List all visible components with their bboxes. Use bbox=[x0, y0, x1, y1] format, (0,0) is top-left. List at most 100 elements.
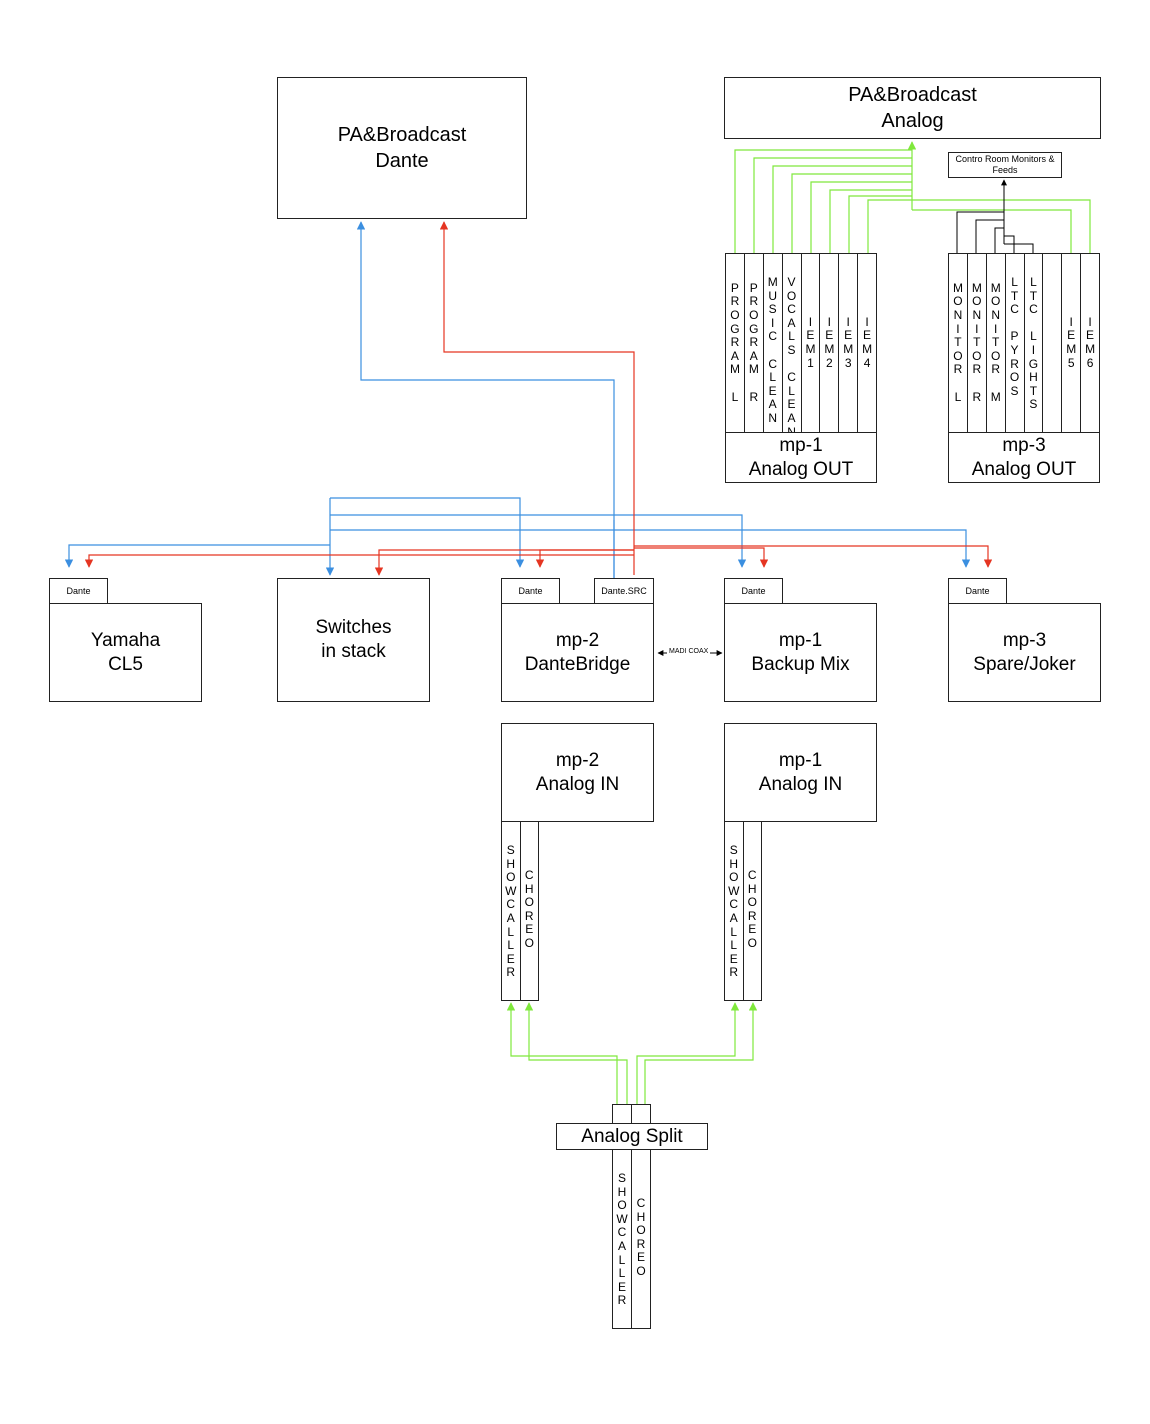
mp3-analog-out-box: mp-3 Analog OUT bbox=[948, 432, 1100, 483]
channel: M O N I T O R R bbox=[968, 254, 987, 432]
split-connectors bbox=[612, 1104, 651, 1124]
control-room-line2: Feeds bbox=[992, 165, 1018, 175]
analog-split-box: Analog Split bbox=[556, 1123, 708, 1150]
channel-label: V O C A L S C L E A N bbox=[786, 275, 797, 438]
analog-split-channels: S H O W C A L L E R C H O R E O bbox=[612, 1149, 651, 1329]
control-room-line1: Contro Room Monitors & bbox=[955, 154, 1055, 164]
channel: C H O R E O bbox=[744, 822, 762, 1000]
channel: L T C P Y R O S bbox=[1006, 254, 1025, 432]
split-connector bbox=[613, 1105, 632, 1123]
switches-subtitle: in stack bbox=[321, 641, 386, 662]
switches-title: Switches bbox=[315, 617, 392, 638]
channel-label: S H O W C A L L E R bbox=[616, 1171, 628, 1308]
mp2-bridge-subtitle: DanteBridge bbox=[524, 653, 631, 675]
channel-label: P R O G R A M L bbox=[729, 280, 740, 404]
channel-label: M O N I T O R L bbox=[952, 280, 963, 404]
channel: C H O R E O bbox=[521, 822, 539, 1000]
mp3-spare-subtitle: Spare/Joker bbox=[973, 653, 1076, 675]
channel: P R O G R A M L bbox=[726, 254, 745, 432]
channel: L T C L I G H T S bbox=[1025, 254, 1044, 432]
channel: I E M 4 bbox=[858, 254, 876, 432]
madi-coax-label: MADI COAX bbox=[667, 648, 711, 655]
yamaha-cl5-box: Yamaha CL5 bbox=[49, 603, 202, 702]
mp1-out-subtitle: Analog OUT bbox=[748, 458, 854, 480]
channel-label: I E M 4 bbox=[862, 314, 873, 370]
mp1-backup-title: mp-1 bbox=[778, 629, 823, 651]
channel: S H O W C A L L E R bbox=[613, 1150, 632, 1328]
analog-split-wires bbox=[506, 1002, 758, 1104]
mp3-out-subtitle: Analog OUT bbox=[971, 458, 1077, 480]
mp1-out-title: mp-1 bbox=[779, 434, 823, 456]
mp1-analog-out-box: mp-1 Analog OUT bbox=[725, 432, 877, 483]
channel: V O C A L S C L E A N bbox=[783, 254, 802, 438]
channel: P R O G R A M R bbox=[745, 254, 764, 432]
split-connector bbox=[632, 1105, 650, 1123]
channel: I E M 3 bbox=[839, 254, 859, 432]
channel: M O N I T O R M bbox=[987, 254, 1006, 432]
analog-split-label: Analog Split bbox=[581, 1125, 683, 1147]
pa-broadcast-dante-box: PA&Broadcast Dante bbox=[277, 77, 527, 219]
channel-label: S H O W C A L L E R bbox=[505, 843, 517, 980]
mp1-analog-in-channels: S H O W C A L L E R C H O R E O bbox=[724, 821, 762, 1001]
monitor-feed-wires bbox=[956, 179, 1034, 253]
switches-box: Switches in stack bbox=[277, 578, 430, 702]
channel: C H O R E O bbox=[632, 1150, 650, 1328]
channel: I E M 2 bbox=[820, 254, 840, 432]
mp3-spare-joker-box: mp-3 Spare/Joker bbox=[948, 603, 1101, 702]
mp1-analog-out-channels: P R O G R A M L P R O G R A M R M U S I … bbox=[725, 253, 877, 438]
mp3-spare-title: mp-3 bbox=[1002, 629, 1047, 651]
mp1-dante-tab: Dante bbox=[724, 578, 783, 604]
mp2-bridge-title: mp-2 bbox=[555, 629, 600, 651]
pa-analog-title: PA&Broadcast bbox=[848, 84, 977, 106]
mp1-backup-mix-box: mp-1 Backup Mix bbox=[724, 603, 877, 702]
yamaha-dante-tab: Dante bbox=[49, 578, 108, 604]
pa-analog-subtitle: Analog bbox=[881, 110, 944, 132]
channel: M O N I T O R L bbox=[949, 254, 968, 432]
channel: M U S I C C L E A N bbox=[764, 254, 783, 432]
dante-secondary-wires bbox=[84, 221, 993, 576]
channel-label: S H O W C A L L E R bbox=[728, 843, 740, 980]
mp2-in-title: mp-2 bbox=[555, 749, 600, 771]
dante-primary-wires bbox=[64, 221, 971, 590]
pa-broadcast-analog-box: PA&Broadcast Analog bbox=[724, 77, 1101, 139]
mp3-analog-out-channels: M O N I T O R L M O N I T O R R M O N I … bbox=[948, 253, 1100, 433]
mp1-backup-subtitle: Backup Mix bbox=[751, 653, 850, 675]
channel: S H O W C A L L E R bbox=[502, 822, 521, 1000]
mp1-in-title: mp-1 bbox=[778, 749, 823, 771]
analog-out-wires bbox=[734, 141, 1091, 253]
control-room-box: Contro Room Monitors & Feeds bbox=[948, 152, 1062, 178]
channel-label: C H O R E O bbox=[636, 1196, 646, 1278]
channel-label: C H O R E O bbox=[524, 868, 534, 950]
mp2-dantebridge-box: mp-2 DanteBridge bbox=[501, 603, 654, 702]
channel: I E M 6 bbox=[1081, 254, 1099, 432]
channel-label: P R O G R A M R bbox=[748, 280, 759, 404]
mp2-dante-src-tab: Dante.SRC bbox=[594, 578, 654, 604]
channel-label: C H O R E O bbox=[747, 868, 757, 950]
mp2-analog-in-channels: S H O W C A L L E R C H O R E O bbox=[501, 821, 539, 1001]
mp1-analog-in-box: mp-1 Analog IN bbox=[724, 723, 877, 822]
mp2-dante-tab: Dante bbox=[501, 578, 560, 604]
channel-label: I E M 2 bbox=[824, 314, 835, 370]
mp1-in-subtitle: Analog IN bbox=[758, 773, 843, 795]
channel: S H O W C A L L E R bbox=[725, 822, 744, 1000]
yamaha-subtitle: CL5 bbox=[108, 653, 143, 675]
mp3-dante-tab: Dante bbox=[948, 578, 1007, 604]
channel-label: M O N I T O R R bbox=[971, 280, 982, 404]
channel-label: I E M 5 bbox=[1066, 314, 1077, 370]
yamaha-title: Yamaha bbox=[90, 629, 161, 651]
channel-label: I E M 1 bbox=[805, 314, 816, 370]
channel bbox=[1043, 254, 1063, 432]
mp2-in-subtitle: Analog IN bbox=[535, 773, 620, 795]
pa-dante-title: PA&Broadcast bbox=[337, 124, 467, 146]
channel-label: I E M 3 bbox=[843, 314, 854, 370]
mp2-analog-in-box: mp-2 Analog IN bbox=[501, 723, 654, 822]
channel: I E M 1 bbox=[802, 254, 821, 432]
channel-label: L T C P Y R O S bbox=[1009, 275, 1020, 398]
channel-label: I E M 6 bbox=[1085, 314, 1096, 370]
channel-label: L T C L I G H T S bbox=[1028, 275, 1039, 412]
pa-dante-subtitle: Dante bbox=[375, 150, 429, 172]
mp3-out-title: mp-3 bbox=[1002, 434, 1046, 456]
channel: I E M 5 bbox=[1062, 254, 1082, 432]
channel-label: M O N I T O R M bbox=[990, 280, 1001, 404]
